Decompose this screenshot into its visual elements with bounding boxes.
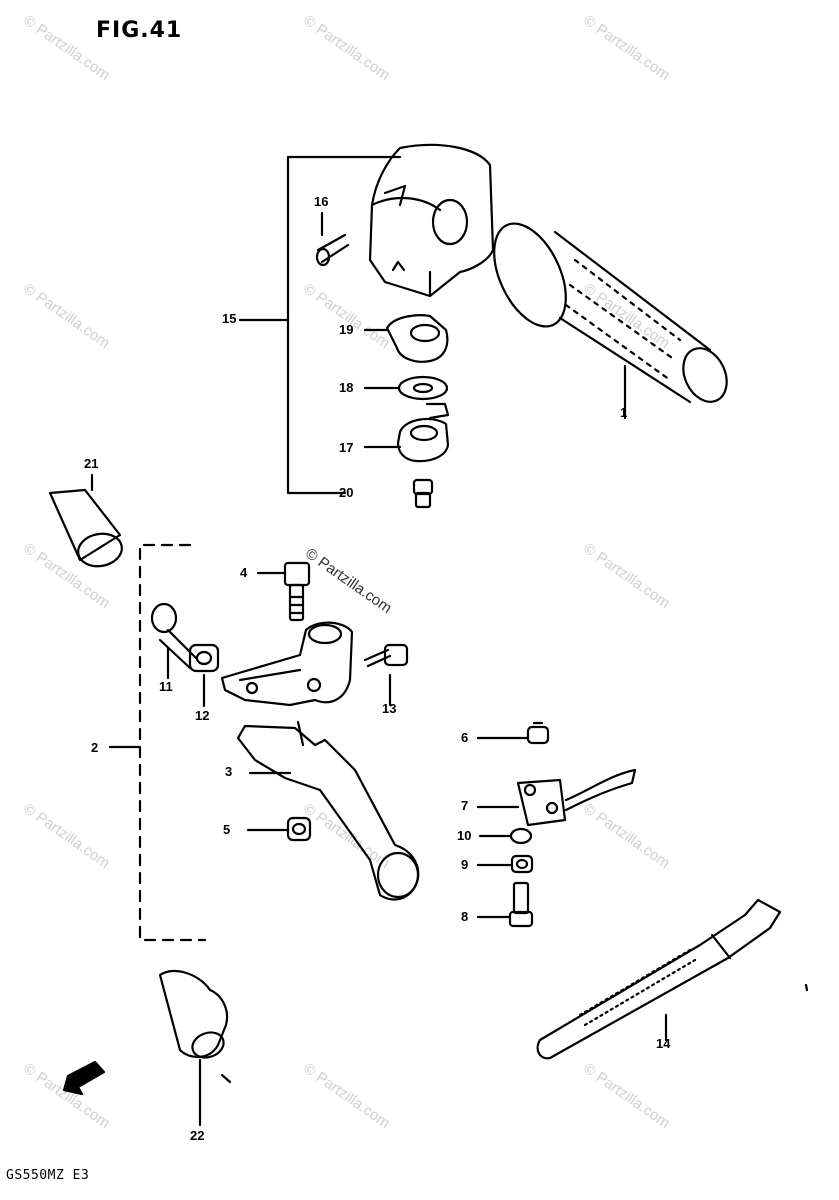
grip-1 — [493, 222, 728, 404]
callout-22: 22 — [190, 1128, 205, 1143]
screw-6 — [526, 721, 550, 745]
sleeve-21 — [48, 488, 123, 568]
cover-22 — [158, 969, 232, 1084]
figure-title: FIG.41 — [96, 18, 183, 43]
bracket-15 — [286, 155, 402, 495]
callout-18: 18 — [339, 380, 354, 395]
screw-16 — [315, 211, 350, 267]
bracket-2 — [138, 543, 207, 942]
callout-3: 3 — [225, 764, 233, 779]
callout-21: 21 — [84, 456, 99, 471]
callout-10: 10 — [457, 828, 472, 843]
callout-17: 17 — [339, 440, 354, 455]
lever-3 — [236, 720, 420, 901]
callout-16: 16 — [314, 194, 329, 209]
callout-19: 19 — [339, 322, 354, 337]
callout-5: 5 — [223, 822, 231, 837]
nut-9 — [510, 854, 534, 874]
lever-holder — [220, 621, 354, 707]
callout-13: 13 — [382, 701, 397, 716]
screw-8 — [508, 881, 534, 928]
callout-2: 2 — [91, 740, 99, 755]
bolt-4 — [283, 561, 311, 622]
nut-5 — [286, 816, 312, 842]
ring-19 — [385, 314, 449, 363]
cable-tie-14 — [536, 898, 782, 1060]
bolt-11 — [150, 602, 198, 670]
screw-20 — [412, 478, 434, 509]
front-arrow-icon — [62, 1060, 106, 1096]
switch-housing — [368, 143, 495, 298]
model-code: GS550MZ E3 — [6, 1168, 90, 1183]
callout-7: 7 — [461, 798, 469, 813]
bolt-13 — [363, 643, 409, 668]
callout-15: 15 — [222, 311, 237, 326]
callout-8: 8 — [461, 909, 469, 924]
washer-18 — [397, 375, 450, 420]
callout-1: 1 — [620, 405, 628, 420]
callout-4: 4 — [240, 565, 248, 580]
callout-12: 12 — [195, 708, 210, 723]
callout-11: 11 — [159, 679, 173, 694]
switch-7 — [516, 768, 637, 827]
callout-6: 6 — [461, 730, 469, 745]
callout-9: 9 — [461, 857, 469, 872]
callout-20: 20 — [339, 485, 354, 500]
callout-14: 14 — [656, 1036, 671, 1051]
washer-10 — [509, 827, 533, 845]
ring-17 — [396, 417, 450, 463]
nut-12 — [188, 643, 220, 673]
